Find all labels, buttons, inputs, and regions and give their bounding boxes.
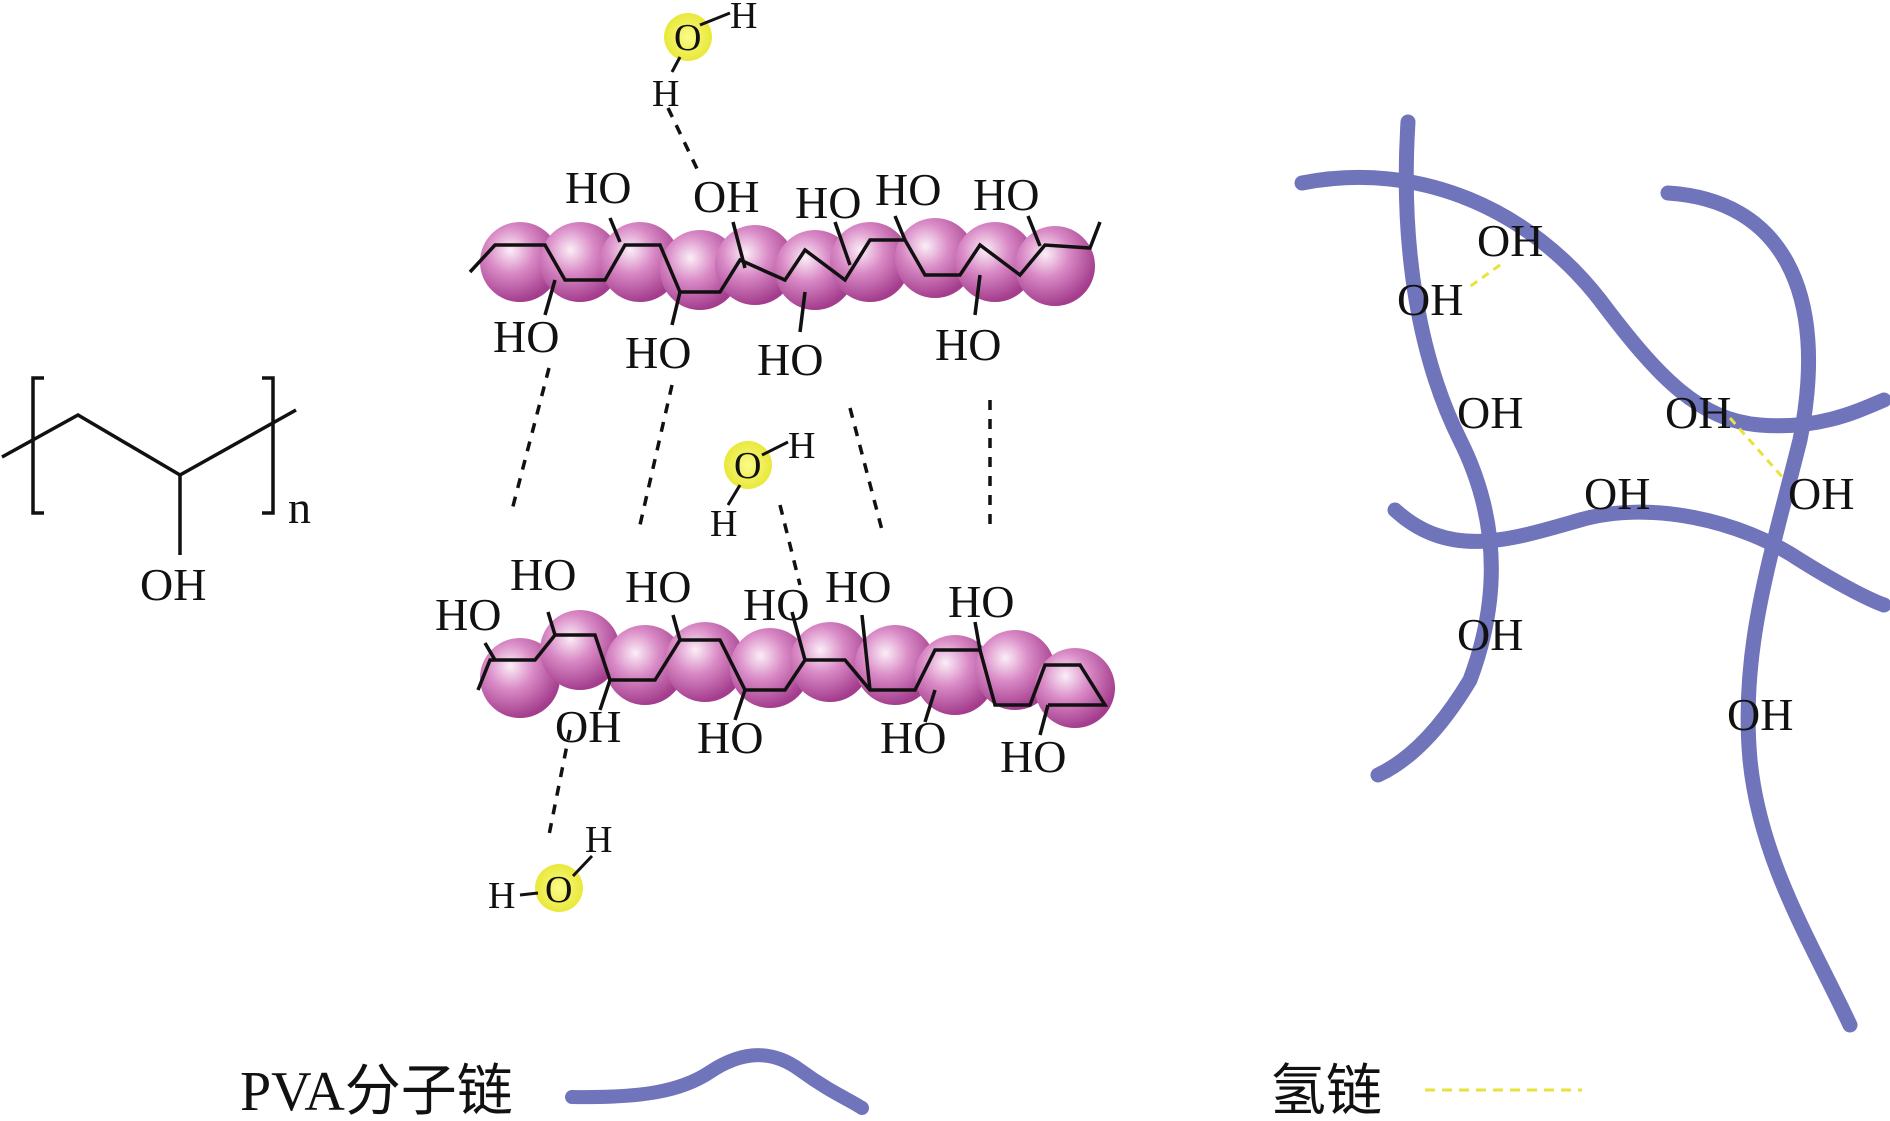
network-chain xyxy=(1294,169,1890,434)
legend-hbond-label: 氢链 xyxy=(1270,1061,1382,1121)
upper-bottom-label: HO xyxy=(625,327,691,378)
lower-top-label: HO xyxy=(625,561,691,612)
monomer-oh-label: OH xyxy=(140,559,206,610)
upper-top-label: OH xyxy=(693,171,759,222)
bead xyxy=(480,222,560,302)
bead xyxy=(540,222,620,302)
network-oh-label: OH xyxy=(1665,387,1731,438)
network-oh-label: OH xyxy=(1584,468,1650,519)
upper-bottom-label: HO xyxy=(935,319,1001,370)
water-oxygen: O xyxy=(674,17,701,59)
water-oxygen-highlight xyxy=(724,441,772,489)
bead xyxy=(830,222,910,302)
network-oh-label: OH xyxy=(1457,609,1523,660)
lower-bottom-label: OH xyxy=(555,701,621,752)
lower-chain-substituent-bonds xyxy=(483,611,1050,736)
water-oxygen-highlight xyxy=(535,864,583,912)
upper-bottom-label: HO xyxy=(493,311,559,362)
network-chain xyxy=(1370,114,1499,783)
water-hydrogen: H xyxy=(488,875,515,917)
water-hydrogen: H xyxy=(730,0,757,37)
backbone-bonds xyxy=(1,408,297,478)
bead xyxy=(605,625,685,705)
network-chain xyxy=(1660,185,1858,1033)
upper-top-label: HO xyxy=(973,169,1039,220)
left-bracket xyxy=(31,376,44,515)
water-hydrogen: H xyxy=(652,73,679,115)
water-oxygen: O xyxy=(545,869,572,911)
repeat-subscript: n xyxy=(288,482,311,533)
legend: PVA分子链 氢链 xyxy=(240,1048,1582,1121)
bead xyxy=(855,625,935,705)
lower-bottom-label: HO xyxy=(1000,731,1066,782)
network-oh-label: OH xyxy=(1397,274,1463,325)
bead xyxy=(730,628,810,708)
water-hydrogen: H xyxy=(788,425,815,467)
upper-top-label: HO xyxy=(875,164,941,215)
bead xyxy=(1035,648,1115,728)
lower-bottom-label: HO xyxy=(697,712,763,763)
bead xyxy=(895,218,975,298)
upper-bottom-label: HO xyxy=(757,334,823,385)
pva-repeat-unit xyxy=(1,376,297,555)
lower-top-label: HO xyxy=(948,576,1014,627)
bead xyxy=(665,622,745,702)
bead xyxy=(540,610,620,690)
bead xyxy=(955,222,1035,302)
lower-top-label: HO xyxy=(825,561,891,612)
water-molecule-bottom: O H H xyxy=(488,819,612,917)
bead xyxy=(790,622,870,702)
network-chain xyxy=(1387,502,1890,613)
pva-network xyxy=(1294,114,1890,1033)
lower-bottom-label: HO xyxy=(880,712,946,763)
upper-top-label: HO xyxy=(565,162,631,213)
upper-chain-beads xyxy=(480,218,1095,310)
legend-chain-label: PVA分子链 xyxy=(240,1061,513,1121)
lower-top-label: HO xyxy=(510,549,576,600)
network-hydrogen-bonds xyxy=(1467,263,1787,481)
water-molecule-top: O H H xyxy=(652,0,757,115)
network-oh-label: OH xyxy=(1727,689,1793,740)
upper-chain: HO OH HO HO HO HO HO HO HO xyxy=(468,162,1102,385)
water-hydrogen: H xyxy=(585,819,612,861)
water-molecule-middle: O H H xyxy=(710,425,815,545)
water-hydrogen: H xyxy=(710,503,737,545)
bead xyxy=(480,638,560,718)
right-bracket xyxy=(262,376,275,515)
upper-chain-substituent-bonds xyxy=(543,215,1042,333)
lower-top-label: HO xyxy=(743,579,809,630)
upper-chain-backbone xyxy=(468,221,1102,294)
network-oh-label: OH xyxy=(1788,468,1854,519)
network-oh-label: OH xyxy=(1477,215,1543,266)
network-oh-label: OH xyxy=(1457,387,1523,438)
water-oxygen: O xyxy=(734,445,761,487)
lower-chain: HO HO HO HO HO HO OH HO HO HO xyxy=(435,549,1115,782)
legend-chain-swatch xyxy=(565,1048,869,1115)
interchain-hydrogen-bonds xyxy=(510,107,992,841)
lower-top-label: HO xyxy=(435,589,501,640)
upper-top-label: HO xyxy=(795,177,861,228)
lower-chain-beads xyxy=(480,610,1115,728)
